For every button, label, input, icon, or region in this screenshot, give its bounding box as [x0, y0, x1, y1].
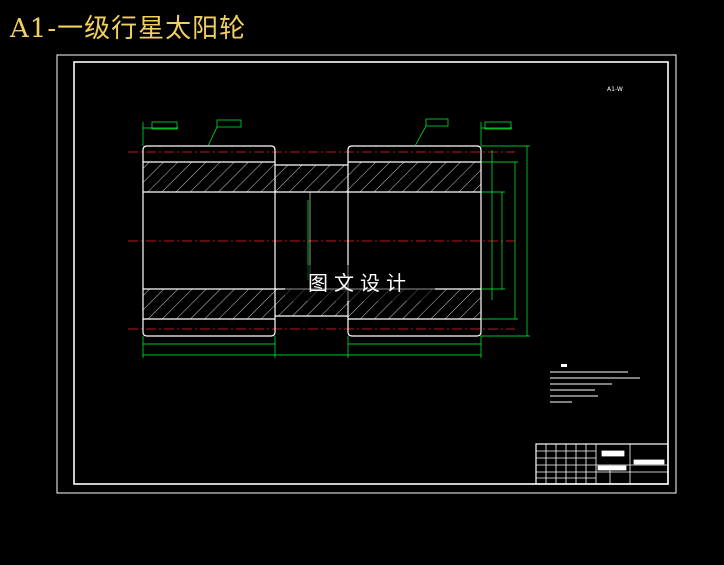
watermark: 图文设计	[285, 265, 435, 301]
center-lines	[128, 151, 515, 330]
dimension-lines	[142, 118, 530, 358]
drawing-title: A1-一级行星太阳轮	[10, 14, 247, 44]
sheet-tag: A1-W	[607, 86, 623, 93]
section-hatching	[143, 162, 481, 319]
technical-requirements	[550, 364, 640, 403]
title-block	[535, 443, 669, 485]
part-outline	[142, 145, 482, 337]
inner-frame	[73, 61, 669, 485]
outer-frame	[56, 54, 677, 494]
